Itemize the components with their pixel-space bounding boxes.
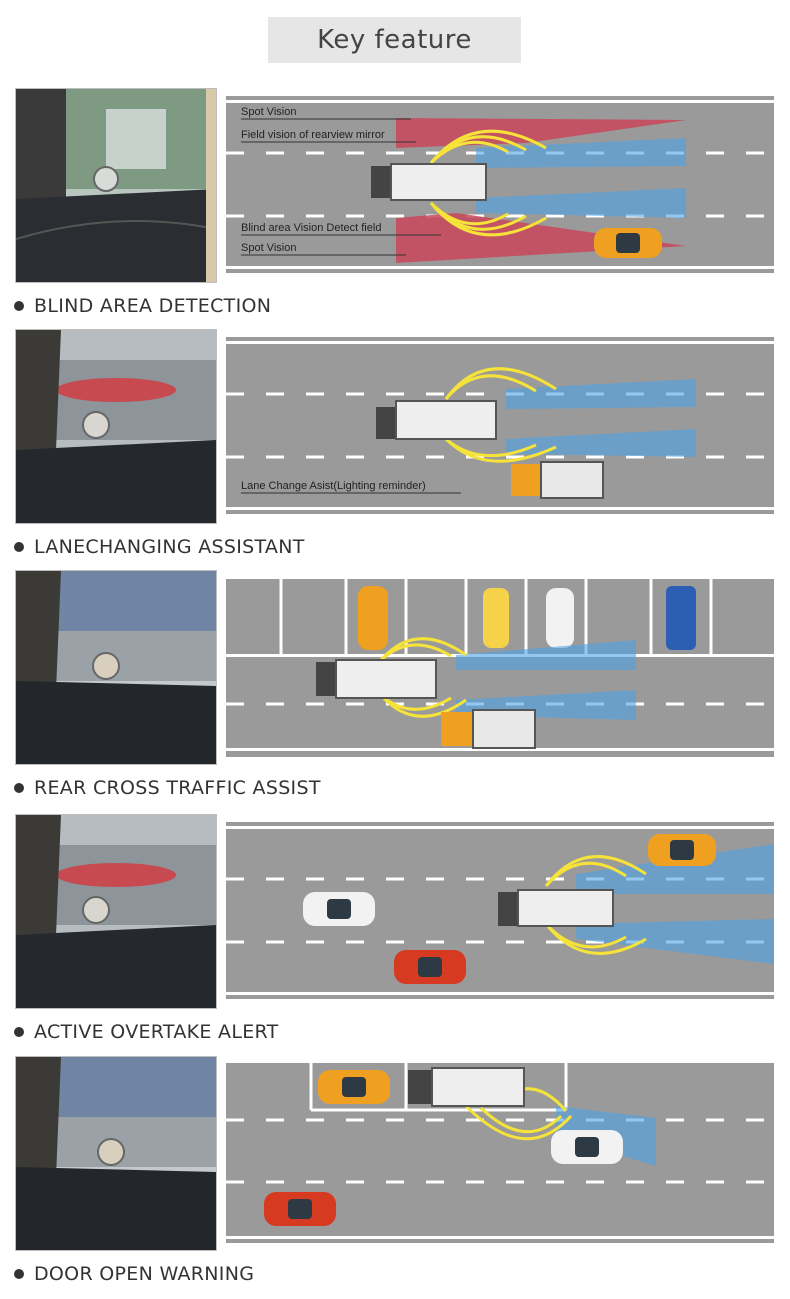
feature-title: ACTIVE OVERTAKE ALERT xyxy=(34,1021,279,1043)
bullet-icon xyxy=(14,1269,24,1279)
svg-text:Blind area Vision Detect field: Blind area Vision Detect field xyxy=(241,222,381,234)
road-diagram xyxy=(226,814,774,1007)
mirror-photo xyxy=(15,329,217,524)
feature-title: LANECHANGING ASSISTANT xyxy=(34,536,305,558)
header-banner: Key feature xyxy=(268,17,521,63)
bullet-icon xyxy=(14,301,24,311)
road-diagram: Spot Vision Field vision of rearview mir… xyxy=(226,88,774,281)
feature-label: DOOR OPEN WARNING xyxy=(14,1263,254,1285)
feature-label: BLIND AREA DETECTION xyxy=(14,295,271,317)
feature-label: ACTIVE OVERTAKE ALERT xyxy=(14,1021,279,1043)
feature-blind-area: Spot Vision Field vision of rearview mir… xyxy=(0,88,790,328)
feature-title: DOOR OPEN WARNING xyxy=(34,1263,255,1285)
svg-text:Spot Vision: Spot Vision xyxy=(241,242,296,254)
mirror-photo xyxy=(15,570,217,765)
bullet-icon xyxy=(14,1027,24,1037)
road-diagram xyxy=(226,570,774,763)
feature-rear-cross: REAR CROSS TRAFFIC ASSIST xyxy=(0,570,790,810)
feature-title: BLIND AREA DETECTION xyxy=(34,295,272,317)
feature-title: REAR CROSS TRAFFIC ASSIST xyxy=(34,777,321,799)
bullet-icon xyxy=(14,783,24,793)
mirror-photo xyxy=(15,1056,217,1251)
feature-label: LANECHANGING ASSISTANT xyxy=(14,536,305,558)
road-diagram xyxy=(226,1056,774,1249)
mirror-photo xyxy=(15,814,217,1009)
mirror-photo xyxy=(15,88,217,283)
bullet-icon xyxy=(14,542,24,552)
page-title: Key feature xyxy=(317,25,472,55)
feature-label: REAR CROSS TRAFFIC ASSIST xyxy=(14,777,321,799)
feature-door-open: DOOR OPEN WARNING xyxy=(0,1056,790,1296)
svg-text:Field vision of rearview mirro: Field vision of rearview mirror xyxy=(241,129,385,141)
callout-text: Lane Change Asist(Lighting reminder) xyxy=(241,480,426,492)
svg-text:Spot Vision: Spot Vision xyxy=(241,106,296,118)
feature-overtake: ACTIVE OVERTAKE ALERT xyxy=(0,814,790,1054)
feature-lane-change: Lane Change Asist(Lighting reminder) LAN… xyxy=(0,329,790,569)
road-diagram: Lane Change Asist(Lighting reminder) xyxy=(226,329,774,522)
